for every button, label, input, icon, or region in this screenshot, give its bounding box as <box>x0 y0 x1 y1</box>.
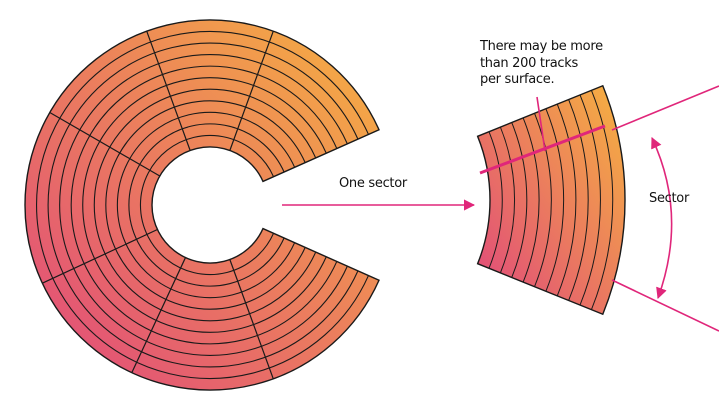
sector-label: Sector <box>649 191 689 207</box>
tracks-note-line-2: than 200 tracks <box>480 56 630 73</box>
tracks-note-line-3: per surface. <box>480 72 630 89</box>
tracks-note-line-1: There may be more <box>480 39 630 56</box>
one-sector-label: One sector <box>339 176 407 192</box>
sector-dimension-arrow <box>652 138 672 298</box>
tracks-note-label: There may be more than 200 tracks per su… <box>480 39 630 89</box>
isolated-sector <box>478 86 625 315</box>
sector-extension-bottom <box>612 280 719 331</box>
sector-extension-top <box>612 86 719 130</box>
